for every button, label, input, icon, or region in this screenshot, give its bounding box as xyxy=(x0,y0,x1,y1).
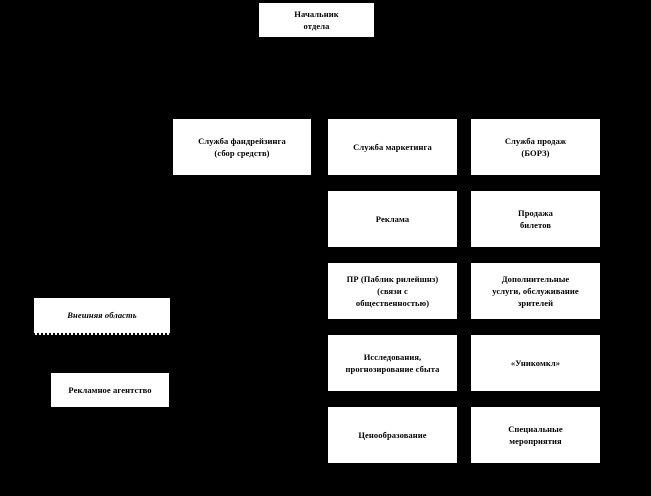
node-advertising-agency[interactable]: Рекламное агентство xyxy=(50,372,170,408)
node-label: Служба фандрейзинга(сбор средств) xyxy=(198,135,286,158)
node-label: Рекламное агентство xyxy=(68,384,152,395)
node-label: Исследования,прогнозирование сбыта xyxy=(345,351,440,374)
node-fundraising-service[interactable]: Служба фандрейзинга(сбор средств) xyxy=(172,118,312,176)
node-external-area[interactable]: Внешняя область xyxy=(33,297,171,335)
node-label: Реклама xyxy=(375,213,410,224)
node-sales-service[interactable]: Служба продаж(БОРЗ) xyxy=(470,118,601,176)
node-pricing[interactable]: Ценообразование xyxy=(327,406,458,464)
node-label: Внешняя область xyxy=(67,310,137,321)
node-label: Ценообразование xyxy=(358,429,427,440)
node-marketing-service[interactable]: Служба маркетинга xyxy=(327,118,458,176)
node-research-sales-forecasting[interactable]: Исследования,прогнозирование сбыта xyxy=(327,334,458,392)
node-unikomkl[interactable]: «Уникомкл» xyxy=(470,334,601,392)
node-advertising[interactable]: Реклама xyxy=(327,190,458,248)
node-label: «Уникомкл» xyxy=(510,357,561,368)
node-label: Служба продаж(БОРЗ) xyxy=(504,135,567,158)
node-label: Служба маркетинга xyxy=(353,141,432,152)
